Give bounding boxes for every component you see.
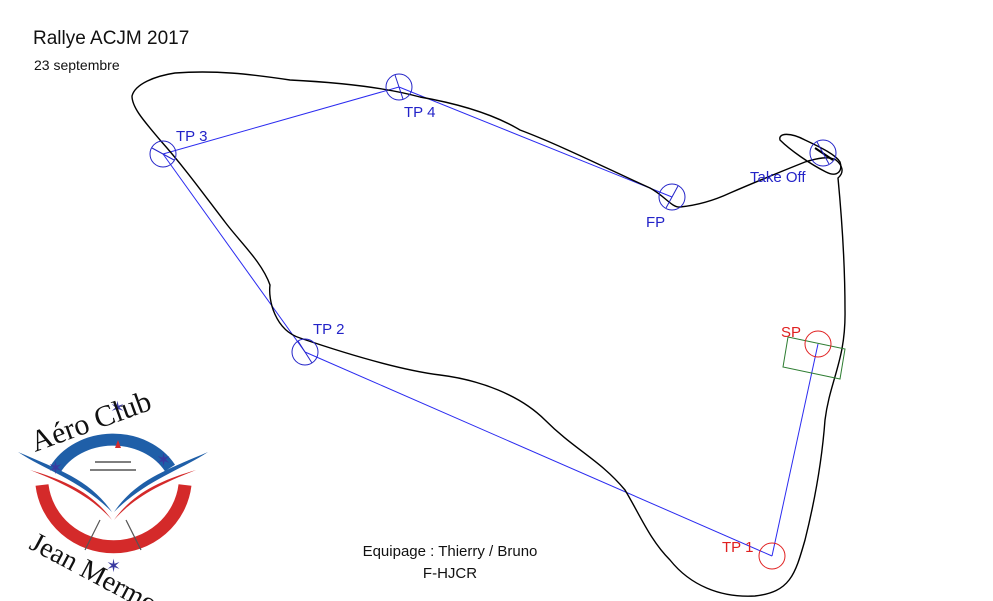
- take-off-loop: [779, 133, 842, 175]
- waypoint-tp4: TP 4: [385, 73, 435, 121]
- route-leg-tp2-tp3: [162, 153, 306, 353]
- star-icon: ✶: [156, 450, 171, 471]
- waypoint-label-tp2: TP 2: [313, 321, 344, 338]
- waypoint-label-sp: SP: [781, 324, 801, 341]
- crew-names: Equipage : Thierry / Bruno: [362, 543, 538, 560]
- waypoint-tp3: TP 3: [149, 128, 207, 168]
- sp-gate-box: [782, 336, 846, 380]
- map-date: 23 septembre: [34, 57, 120, 73]
- planned-route: [162, 86, 819, 557]
- waypoint-fp: FP: [646, 183, 686, 231]
- crew-info: Equipage : Thierry / Bruno F-HJCR: [300, 541, 600, 585]
- waypoint-label-tp1: TP 1: [722, 539, 753, 556]
- map-title: Rallye ACJM 2017: [33, 28, 190, 49]
- waypoint-tp1: TP 1: [722, 539, 786, 570]
- aircraft-registration: F-HJCR: [422, 565, 478, 582]
- star-icon: ✶: [106, 556, 121, 577]
- star-icon: ✶: [110, 398, 125, 419]
- waypoint-take-off: Take Off: [750, 139, 837, 186]
- club-logo: ✶ ✶ ✶ ✶ Aéro Club Jean Mermoz: [18, 385, 208, 601]
- waypoint-label-take-off: Take Off: [750, 169, 806, 186]
- waypoint-label-fp: FP: [646, 214, 665, 231]
- route-leg-tp4-fp: [398, 86, 673, 198]
- route-leg-tp3-tp4: [162, 86, 400, 155]
- waypoint-label-tp3: TP 3: [176, 128, 207, 145]
- waypoint-label-tp4: TP 4: [404, 104, 435, 121]
- gps-track: [131, 71, 846, 597]
- route-leg-tp1-tp2: [304, 351, 773, 557]
- waypoint-tp2: TP 2: [291, 321, 344, 366]
- route-leg-sp-tp1: [771, 343, 819, 557]
- star-icon: ✶: [48, 458, 63, 479]
- waypoint-sp: SP: [781, 324, 832, 358]
